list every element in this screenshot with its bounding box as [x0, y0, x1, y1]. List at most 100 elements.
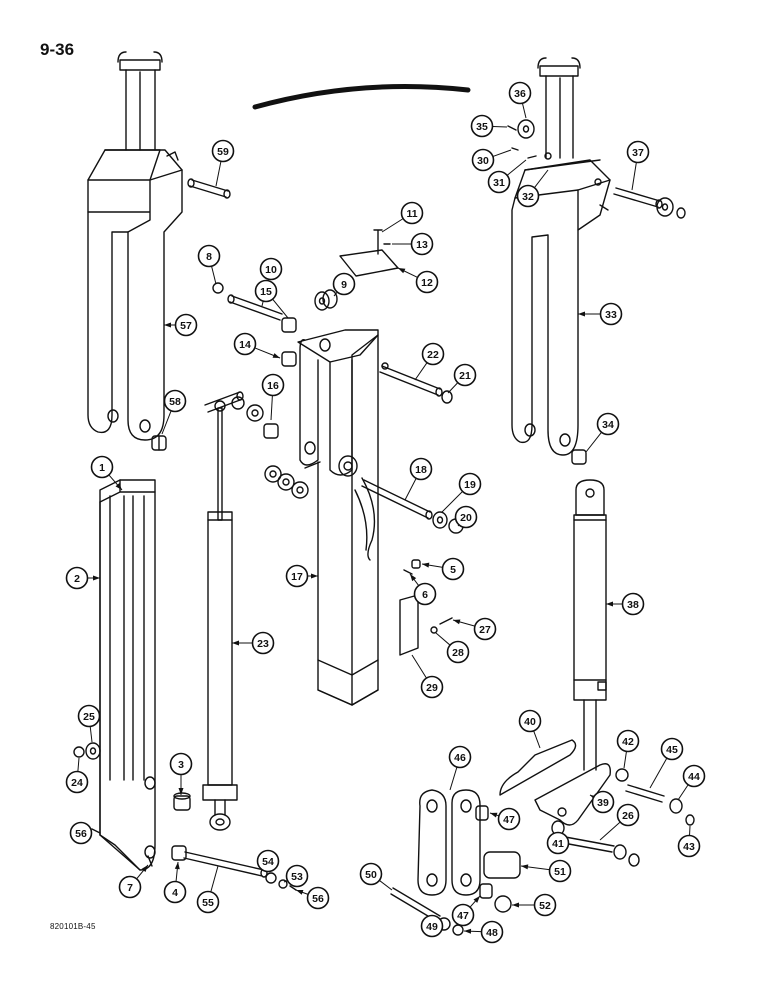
pin-45	[625, 784, 665, 803]
bushing-51	[483, 851, 521, 879]
callout-number: 4	[172, 887, 178, 899]
callout-number: 55	[202, 897, 214, 909]
callout-circle	[454, 505, 478, 529]
ring-53	[278, 879, 288, 889]
callout-46: 46	[448, 745, 472, 791]
callout-20: 20	[454, 505, 478, 529]
washer-19a	[246, 404, 264, 422]
callout-number: 14	[239, 339, 251, 351]
callout-number: 45	[666, 744, 678, 756]
callout-number: 51	[554, 866, 566, 878]
washer-19c	[432, 511, 448, 529]
leader-line	[522, 103, 527, 119]
callout-number: 31	[493, 177, 505, 189]
callout-51: 51	[520, 859, 572, 883]
bolt-11	[373, 229, 383, 255]
callout-circle	[533, 893, 557, 917]
callout-47b: 47	[451, 895, 481, 927]
callout-circle	[497, 807, 521, 831]
bushing-16	[263, 423, 279, 439]
callout-circle	[251, 631, 275, 655]
callout-number: 33	[605, 309, 617, 321]
leader-line	[161, 411, 172, 435]
leader-arrowhead	[490, 812, 498, 818]
clip-35b	[676, 207, 686, 219]
leader-line	[272, 299, 289, 319]
callout-circle	[451, 903, 475, 927]
callout-number: 53	[291, 871, 303, 883]
callout-circle	[400, 201, 424, 225]
plate-12	[339, 249, 399, 277]
callout-27: 27	[452, 617, 497, 641]
bushing-15	[281, 317, 297, 333]
callout-number: 6	[422, 589, 428, 601]
leader-arrowhead	[311, 573, 318, 579]
callout-circle	[480, 920, 504, 944]
callout-number: 24	[71, 777, 83, 789]
callout-number: 36	[514, 88, 526, 100]
callout-circle	[306, 886, 330, 910]
callout-number: 56	[312, 893, 324, 905]
callout-circle	[169, 752, 193, 776]
callout-number: 40	[524, 716, 536, 728]
leader-line	[623, 751, 627, 769]
clip-35a	[507, 125, 517, 131]
leader-arrowhead	[512, 902, 519, 908]
callout-circle	[421, 342, 445, 366]
callout-circle	[211, 139, 235, 163]
callout-58: 58	[161, 389, 187, 435]
callout-8: 8	[197, 244, 221, 285]
callout-number: 3	[178, 759, 184, 771]
callout-number: 39	[597, 797, 609, 809]
leader-line	[283, 880, 288, 883]
callout-9: 9	[332, 272, 356, 297]
washers-19b	[264, 465, 309, 499]
leader-line	[210, 865, 219, 892]
callout-41: 41	[546, 831, 570, 855]
callout-32: 32	[516, 169, 549, 208]
callout-number: 7	[127, 882, 133, 894]
callout-number: 42	[622, 736, 634, 748]
callout-6: 6	[409, 573, 437, 606]
callout-38: 38	[606, 592, 645, 616]
callout-42: 42	[616, 729, 640, 769]
bushing-47b	[479, 883, 493, 899]
bushing-34	[571, 449, 587, 465]
callout-circle	[420, 675, 444, 699]
callout-circle	[259, 257, 283, 281]
callout-4: 4	[163, 861, 187, 904]
callout-circle	[591, 790, 615, 814]
callout-circle	[596, 412, 620, 436]
dipper-cylinder	[573, 479, 607, 771]
washer-28	[430, 626, 438, 634]
callout-number: 32	[522, 191, 534, 203]
leader-arrowhead	[296, 890, 304, 895]
callout-35: 35	[470, 114, 508, 138]
callout-number: 44	[688, 771, 700, 783]
leader-line	[211, 266, 217, 285]
callout-circle	[508, 81, 532, 105]
callout-15: 15	[254, 279, 289, 319]
callout-circle	[616, 729, 640, 753]
callout-number: 57	[180, 320, 192, 332]
callout-number: 48	[486, 927, 498, 939]
leader-line	[533, 731, 541, 749]
callout-12: 12	[397, 267, 439, 294]
callout-31: 31	[487, 159, 527, 194]
leader-arrowhead	[422, 562, 430, 568]
washer-20a	[231, 396, 245, 410]
callout-circle	[446, 640, 470, 664]
leader-line	[447, 382, 458, 394]
ring-21	[441, 390, 453, 404]
ring-24b	[628, 853, 640, 867]
callout-circle	[516, 184, 540, 208]
pin-37	[613, 187, 663, 209]
bushing-14	[281, 351, 297, 367]
extendable-dipper	[99, 479, 156, 871]
right-dipper-arm	[511, 57, 611, 456]
callout-37: 37	[626, 140, 650, 191]
callout-circle	[415, 270, 439, 294]
leader-line	[270, 395, 273, 421]
callout-number: 17	[291, 571, 303, 583]
